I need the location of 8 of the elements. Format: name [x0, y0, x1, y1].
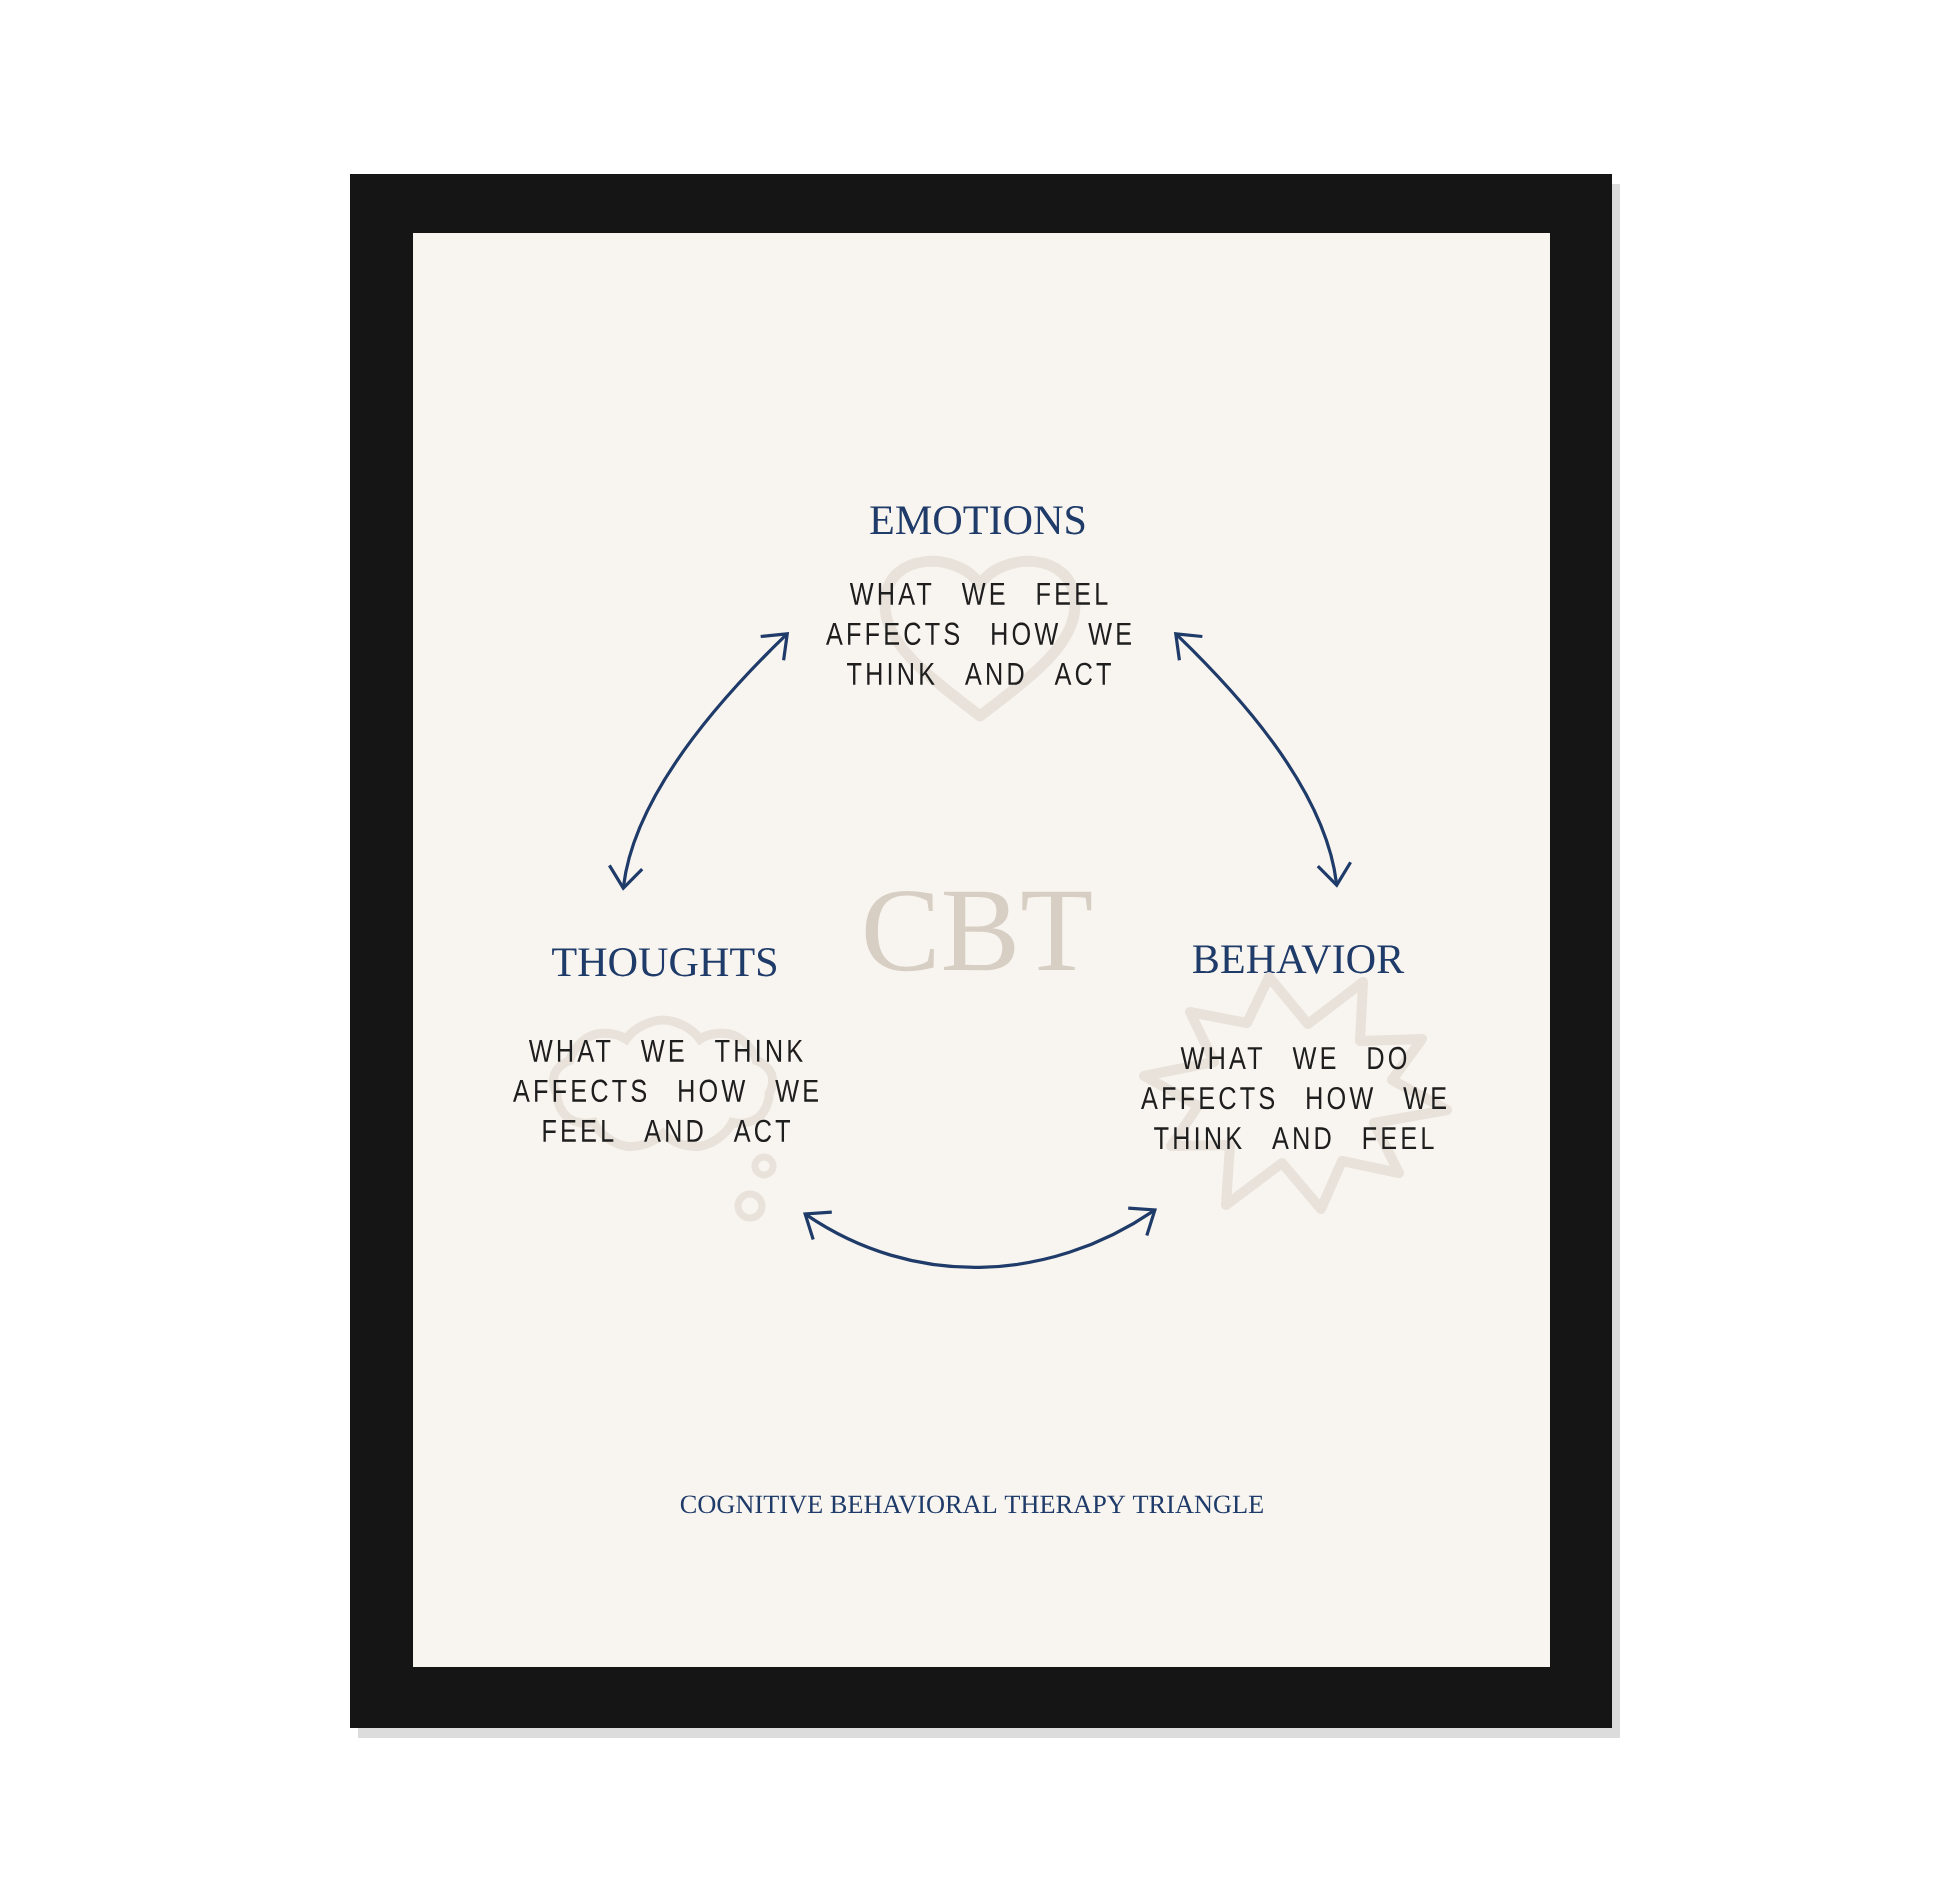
heading: THOUGHTS	[552, 948, 776, 977]
heading: BEHAVIOR	[1193, 945, 1405, 974]
curved-arrow	[608, 632, 790, 891]
thought-bubble: WHAT WE THINK AFFECTS HOW WE FEEL AND ACT	[513, 1015, 818, 1222]
curved-arrow	[1173, 632, 1352, 888]
curved-arrow	[803, 1206, 1157, 1269]
caption: COGNITIVE BEHAVIORAL THERAPY TRIANGLE	[680, 1495, 1263, 1514]
heading: EMOTIONS	[870, 506, 1085, 535]
